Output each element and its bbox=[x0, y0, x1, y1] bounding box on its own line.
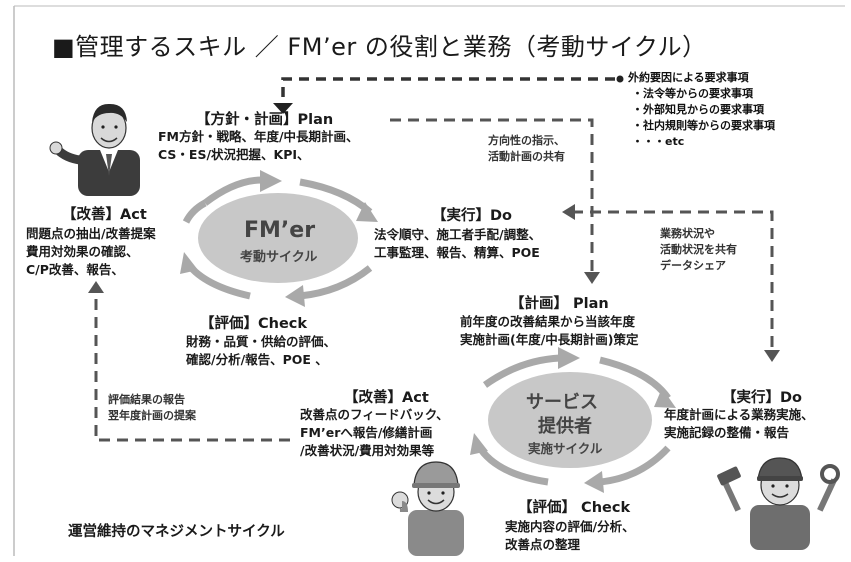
service-cycle-ellipse bbox=[488, 372, 652, 468]
service-center-title-1: サービス bbox=[526, 392, 598, 413]
external-to-plan-arrow bbox=[281, 77, 615, 105]
fm-center-sub: 考動サイクル bbox=[240, 250, 318, 265]
fm-cycle-ellipse bbox=[198, 193, 358, 283]
fm-do-body: 法令順守、施工者手配/調整、 工事監理、報告、精算、POE bbox=[374, 226, 541, 262]
fm-act-line: 問題点の抽出/改善提案 bbox=[26, 226, 156, 241]
footer-label: 運営維持のマネジメントサイクル bbox=[68, 524, 285, 540]
service-plan-line: 実施計画(年度/中長期計画)策定 bbox=[460, 332, 639, 347]
service-act-line: FM’erへ報告/修繕計画 bbox=[300, 425, 433, 440]
external-item: ・法令等からの要求事項 bbox=[632, 87, 753, 100]
external-item: ・社内規則等からの要求事項 bbox=[632, 119, 775, 132]
service-cycle-arrowheads bbox=[470, 347, 676, 493]
fm-cycle-arrowheads bbox=[180, 170, 378, 307]
fm-plan-line: FM方針・戦略、年度/中長期計画、 bbox=[158, 129, 359, 144]
fm-check-line: 財務・品質・供給の評価、 bbox=[186, 334, 337, 349]
service-plan-body: 前年度の改善結果から当該年度 実施計画(年度/中長期計画)策定 bbox=[460, 313, 639, 349]
status-share-line: データシェア bbox=[660, 259, 726, 272]
direction-line: 活動計画の共有 bbox=[488, 150, 565, 163]
do-share-down-arrowhead bbox=[764, 350, 780, 362]
service-act-body: 改善点のフィードバック、 FM’erへ報告/修繕計画 /改善状況/費用対効果等 bbox=[300, 406, 449, 460]
service-do-title: 【実行】Do bbox=[722, 390, 802, 406]
fm-act-line: C/P改善、報告、 bbox=[26, 262, 124, 277]
report-label: 評価結果の報告 翌年度計画の提案 bbox=[108, 392, 196, 424]
report-line: 評価結果の報告 bbox=[108, 393, 185, 406]
report-to-act-arrowhead bbox=[88, 281, 104, 293]
status-share-line: 活動状況を共有 bbox=[660, 243, 737, 256]
fm-do-title: 【実行】Do bbox=[432, 208, 512, 224]
service-plan-line: 前年度の改善結果から当該年度 bbox=[460, 314, 636, 329]
fm-check-body: 財務・品質・供給の評価、 確認/分析/報告、POE 、 bbox=[186, 333, 336, 369]
service-check-line: 改善点の整理 bbox=[505, 537, 581, 552]
external-heading: 外約要因による要求事項 bbox=[628, 71, 749, 84]
report-to-act-arrow bbox=[94, 290, 290, 442]
plan-to-service-arrow bbox=[390, 118, 594, 275]
service-center-sub: 実施サイクル bbox=[528, 441, 603, 456]
external-dot bbox=[616, 75, 624, 83]
do-share-line bbox=[572, 210, 774, 353]
service-center-title-2: 提供者 bbox=[538, 416, 592, 437]
service-check-title: 【評価】 Check bbox=[518, 500, 631, 516]
plan-to-service-arrowhead bbox=[584, 272, 600, 284]
fm-plan-line: CS・ES/状況把握、KPI、 bbox=[158, 147, 310, 162]
businessman-illustration bbox=[49, 103, 140, 196]
service-act-line: 改善点のフィードバック、 bbox=[300, 407, 449, 422]
service-cycle-ring bbox=[474, 354, 671, 486]
fm-center-title: FM’er bbox=[244, 218, 316, 243]
construction-worker-illustration bbox=[391, 461, 464, 556]
external-item: ・外部知見からの要求事項 bbox=[632, 103, 764, 116]
service-do-body: 年度計画による業務実施、 実施記録の整備・報告 bbox=[664, 406, 814, 442]
external-requirements: 外約要因による要求事項 ・法令等からの要求事項 ・外部知見からの要求事項 ・社内… bbox=[628, 70, 775, 150]
service-plan-title: 【計画】 Plan bbox=[510, 296, 609, 312]
report-line: 翌年度計画の提案 bbox=[108, 409, 196, 422]
external-item: ・・・etc bbox=[632, 135, 685, 148]
do-share-left-arrowhead bbox=[562, 204, 575, 220]
fm-act-body: 問題点の抽出/改善提案 費用対効果の確認、 C/P改善、報告、 bbox=[26, 225, 156, 279]
service-check-line: 実施内容の評価/分析、 bbox=[505, 519, 635, 534]
service-act-line: /改善状況/費用対効果等 bbox=[300, 443, 435, 458]
service-check-body: 実施内容の評価/分析、 改善点の整理 bbox=[505, 518, 635, 554]
service-do-line: 年度計画による業務実施、 bbox=[664, 407, 814, 422]
status-share-line: 業務状況や bbox=[660, 227, 715, 240]
fm-check-title: 【評価】Check bbox=[200, 316, 308, 332]
fm-act-title: 【改善】Act bbox=[62, 207, 147, 223]
page-title: ■管理するスキル ／ FM’er の役割と業務（考動サイクル） bbox=[52, 33, 707, 61]
status-share-label: 業務状況や 活動状況を共有 データシェア bbox=[660, 226, 737, 274]
direction-label: 方向性の指示、 活動計画の共有 bbox=[488, 133, 565, 165]
fm-do-line: 工事監理、報告、精算、POE bbox=[374, 245, 540, 260]
service-act-title: 【改善】Act bbox=[344, 390, 429, 406]
fm-plan-title: 【方針・計画】Plan bbox=[196, 112, 334, 128]
fm-plan-body: FM方針・戦略、年度/中長期計画、 CS・ES/状況把握、KPI、 bbox=[158, 128, 359, 164]
external-arrowhead bbox=[273, 103, 293, 114]
fm-act-line: 費用対効果の確認、 bbox=[26, 244, 139, 259]
service-do-line: 実施記録の整備・報告 bbox=[664, 425, 790, 440]
fm-check-line: 確認/分析/報告、POE 、 bbox=[186, 352, 328, 367]
mechanic-illustration bbox=[717, 457, 840, 550]
fm-do-line: 法令順守、施工者手配/調整、 bbox=[374, 227, 542, 242]
direction-line: 方向性の指示、 bbox=[488, 134, 565, 147]
